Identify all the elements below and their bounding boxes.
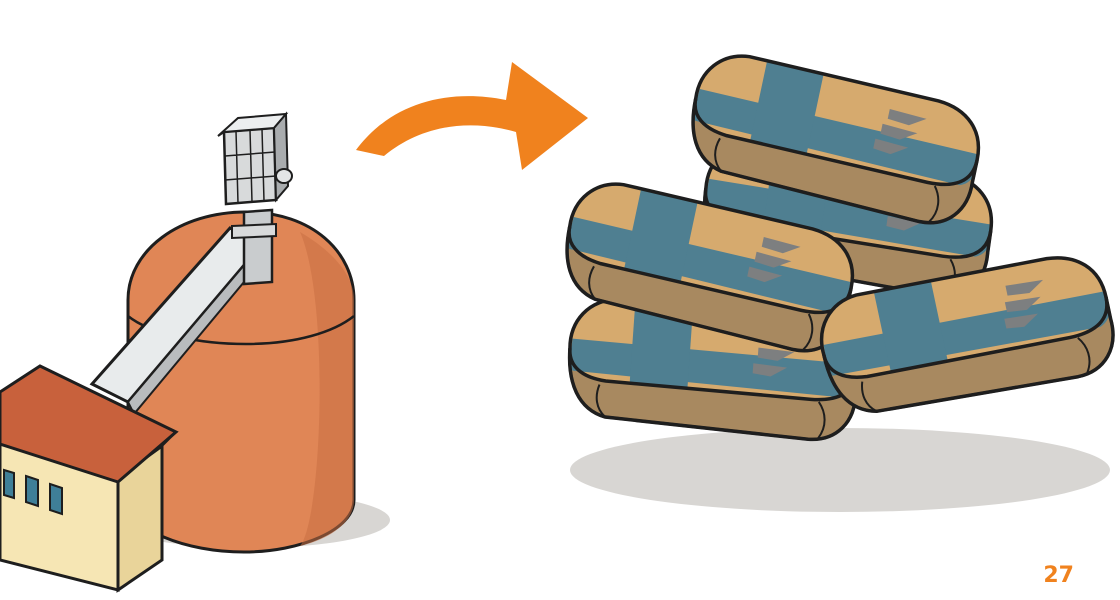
cement-plant-icon — [0, 114, 390, 590]
process-arrow-icon — [356, 62, 588, 170]
page-number: 27 — [1043, 563, 1074, 588]
cement-bags-icon — [554, 48, 1120, 512]
bags-shadow — [570, 428, 1110, 512]
